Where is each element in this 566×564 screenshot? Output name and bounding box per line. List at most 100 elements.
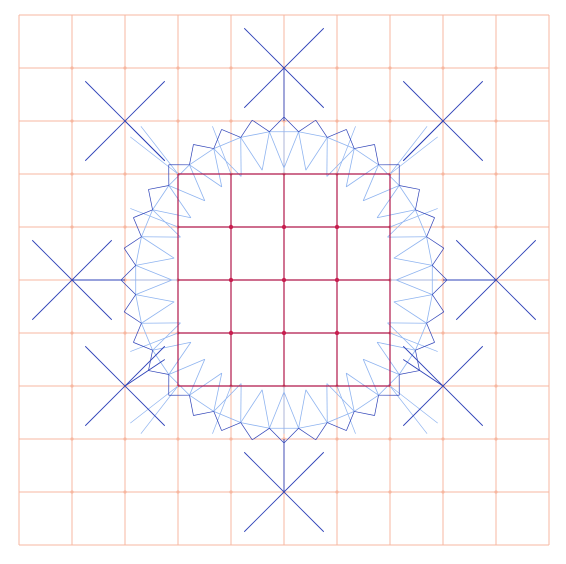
- transition-light-edge: [389, 126, 428, 175]
- transition-light-edge: [298, 131, 307, 171]
- transition-light-edge: [213, 148, 223, 187]
- bg-grid-node: [494, 384, 498, 388]
- transition-light-edge: [152, 209, 191, 219]
- transition-light-edge: [213, 383, 242, 412]
- transition-light-edge: [327, 137, 355, 149]
- transition-dark-edge: [399, 370, 420, 375]
- transition-light-edge: [376, 341, 400, 375]
- transition-light-edge: [336, 385, 356, 434]
- transition-dark-edge: [354, 144, 375, 149]
- bg-grid-node: [123, 172, 127, 176]
- bg-grid-node: [441, 331, 445, 335]
- bg-grid-node: [123, 490, 127, 494]
- bg-grid-node: [441, 437, 445, 441]
- transition-light-edge: [213, 137, 241, 149]
- transition-light-edge: [168, 358, 205, 375]
- transition-dark-edge: [315, 422, 328, 441]
- transition-dark-edge: [399, 185, 420, 190]
- transition-light-edge: [389, 385, 428, 434]
- transition-light-edge: [389, 332, 438, 352]
- transition-light-edge: [135, 257, 175, 266]
- transition-light-edge: [387, 322, 416, 351]
- transition-light-edge: [395, 265, 433, 281]
- transition-light-edge: [389, 208, 438, 228]
- bg-grid-node: [70, 437, 74, 441]
- transition-dark-edge: [402, 120, 444, 162]
- transition-light-edge: [141, 301, 175, 324]
- transition-dark-edge: [346, 411, 355, 431]
- bg-grid-node: [176, 490, 180, 494]
- transition-dark-edge: [269, 116, 285, 132]
- transition-dark-edge: [148, 185, 169, 190]
- transition-light-edge: [213, 411, 241, 423]
- transition-light-edge: [393, 236, 427, 259]
- transition-dark-edge: [193, 411, 214, 416]
- transition-light-edge: [135, 265, 173, 281]
- transition-light-edge: [393, 294, 433, 303]
- transition-dark-edge: [346, 129, 355, 149]
- transition-dark-edge: [432, 265, 448, 281]
- transition-dark-edge: [120, 265, 136, 281]
- transition-dark-edge: [403, 359, 444, 387]
- bg-grid-node: [335, 119, 339, 123]
- transition-dark-edge: [123, 248, 137, 266]
- transition-light-edge: [395, 279, 433, 295]
- transition-light-edge: [152, 322, 181, 351]
- transition-dark-edge: [354, 411, 375, 416]
- core-node: [228, 224, 234, 230]
- bg-grid-node: [70, 66, 74, 70]
- bg-grid-node: [441, 490, 445, 494]
- transition-light-edge: [362, 164, 379, 201]
- bg-grid-node: [335, 490, 339, 494]
- transition-dark-edge: [283, 116, 299, 132]
- transition-light-edge: [189, 394, 214, 412]
- transition-dark-edge: [327, 129, 347, 138]
- transition-light-edge: [298, 389, 307, 429]
- transition-light-edge: [283, 391, 299, 429]
- bg-grid-node: [494, 66, 498, 70]
- transition-light-edge: [240, 137, 263, 171]
- core-node: [228, 277, 234, 283]
- transition-light-edge: [189, 359, 206, 396]
- transition-light-edge: [213, 373, 223, 412]
- transition-dark-edge: [298, 119, 316, 133]
- transition-light-edge: [426, 294, 433, 324]
- transition-light-edge: [140, 126, 179, 175]
- transition-dark-edge: [431, 248, 445, 266]
- bg-grid-node: [70, 225, 74, 229]
- transition-dark-edge: [133, 342, 153, 351]
- transition-dark-edge: [133, 217, 142, 237]
- transition-light-edge: [354, 148, 379, 166]
- transition-light-edge: [189, 148, 214, 166]
- bg-grid-node: [176, 437, 180, 441]
- transition-dark-edge: [120, 279, 136, 295]
- transition-dark-edge: [213, 129, 222, 149]
- bg-grid-node: [388, 119, 392, 123]
- transition-light-edge: [261, 389, 270, 429]
- bg-grid-node: [229, 490, 233, 494]
- bg-grid-node: [388, 490, 392, 494]
- bg-grid-node: [229, 66, 233, 70]
- transition-light-edge: [305, 137, 328, 171]
- transition-light-edge: [389, 385, 438, 424]
- transition-light-edge: [326, 148, 355, 177]
- transition-light-edge: [130, 332, 179, 352]
- transition-dark-edge: [124, 359, 165, 387]
- transition-dark-edge: [189, 395, 194, 416]
- transition-light-edge: [298, 131, 328, 138]
- transition-light-edge: [354, 394, 379, 412]
- transition-dark-edge: [148, 350, 153, 371]
- transition-dark-edge: [252, 119, 270, 133]
- transition-light-edge: [393, 301, 427, 324]
- transition-dark-edge: [148, 189, 153, 210]
- transition-light-edge: [135, 294, 175, 303]
- transition-dark-edge: [133, 323, 142, 343]
- transition-light-edge: [415, 323, 427, 351]
- transition-dark-edge: [240, 422, 253, 441]
- bg-grid-node: [70, 384, 74, 388]
- bg-grid-node: [176, 66, 180, 70]
- transition-light-edge: [189, 164, 223, 188]
- transition-light-edge: [269, 131, 285, 169]
- transition-light-edge: [141, 236, 175, 259]
